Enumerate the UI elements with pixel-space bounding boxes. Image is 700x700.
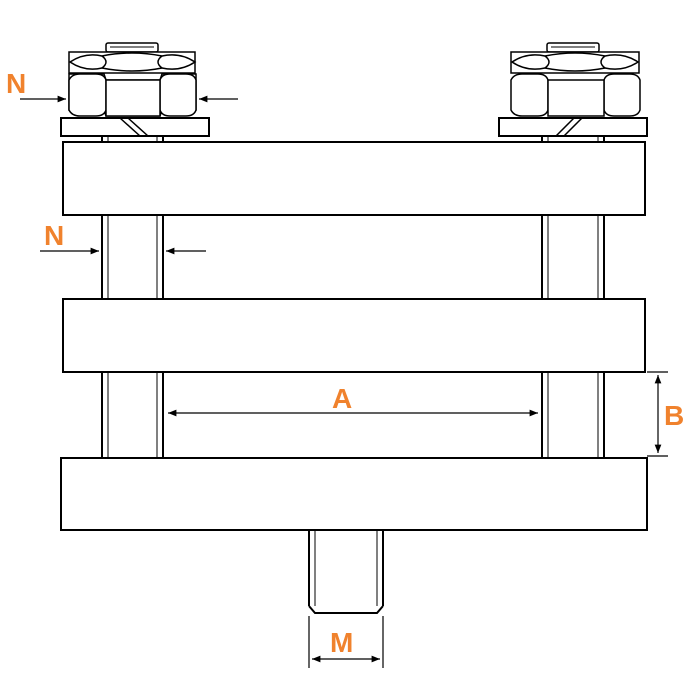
right-washer [498,117,648,137]
bottom-plate [60,457,648,531]
middle-plate [62,298,646,373]
right-hex-nut [510,42,641,117]
label-nut-width: N [6,68,26,99]
dimension-gap-height [647,371,668,457]
label-rod-diameter: N [44,220,64,251]
left-washer [60,117,210,137]
left-hex-nut [68,42,197,117]
label-rod-spacing: A [332,383,352,414]
dimension-thread-diameter [308,616,384,668]
bottom-threaded-stud [308,530,384,614]
label-thread-diameter: M [330,627,353,658]
top-plate [62,141,646,216]
label-gap-height: B [664,400,684,431]
